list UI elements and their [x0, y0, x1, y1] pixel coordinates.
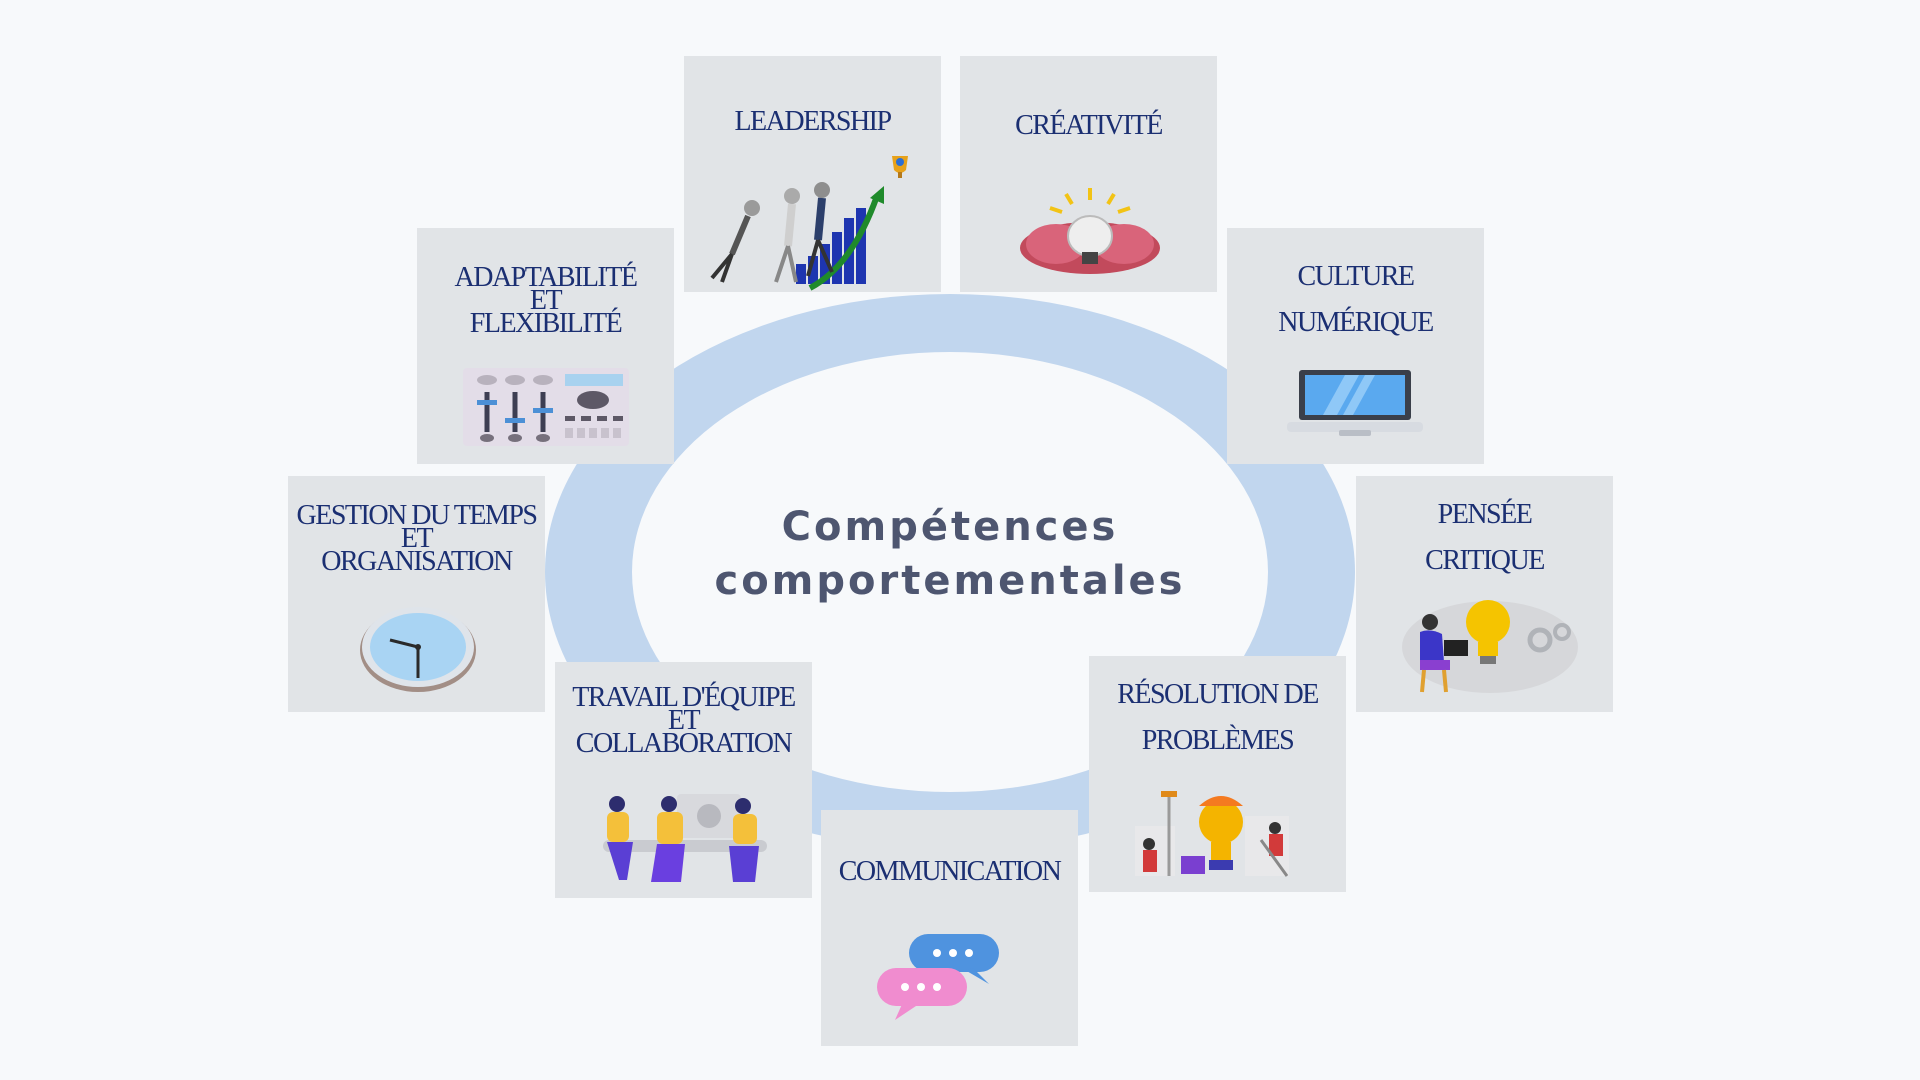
card-label-line: COMMUNICATION [838, 856, 1062, 887]
control-panel-icon [463, 368, 629, 446]
brain-lightbulb-icon [1020, 188, 1160, 274]
card-leadership: LEADERSHIP [684, 56, 941, 292]
card-adaptabilite: ADAPTABILITÉ ET FLEXIBILITÉ [417, 228, 674, 464]
card-label: RÉSOLUTION DE PROBLÈMES [1089, 672, 1346, 764]
card-label-line: PENSÉE [1437, 499, 1533, 530]
card-label-line: CRITIQUE [1425, 545, 1545, 576]
card-label: TRAVAIL D'ÉQUIPE ET COLLABORATION [555, 682, 812, 759]
clock-icon [360, 607, 476, 692]
card-gestion-temps: GESTION DU TEMPS ET ORGANISATION [288, 476, 545, 712]
card-label-line: ET [529, 285, 563, 316]
card-creativite: CRÉATIVITÉ [960, 56, 1217, 292]
chat-bubbles-icon [877, 934, 999, 1020]
leadership-growth-icon [710, 156, 908, 291]
card-label: CULTURE NUMÉRIQUE [1227, 254, 1484, 346]
card-label: ADAPTABILITÉ ET FLEXIBILITÉ [417, 262, 674, 339]
card-label: LEADERSHIP [684, 106, 941, 138]
card-label-line: ET [400, 523, 434, 554]
laptop-icon [1287, 370, 1423, 436]
card-label-line: GESTION DU TEMPS [296, 500, 538, 531]
card-label-line: LEADERSHIP [734, 106, 892, 137]
card-culture-numerique: CULTURE NUMÉRIQUE [1227, 228, 1484, 464]
card-pensee-critique: PENSÉE CRITIQUE [1356, 476, 1613, 712]
team-meeting-icon [603, 794, 767, 882]
card-travail-equipe: TRAVAIL D'ÉQUIPE ET COLLABORATION [555, 662, 812, 898]
card-label-line: ADAPTABILITÉ [454, 262, 638, 293]
person-lightbulb-icon [1402, 600, 1578, 693]
workers-lightbulb-icon [1135, 791, 1289, 877]
card-communication: COMMUNICATION [821, 810, 1078, 1046]
card-label-line: TRAVAIL D'ÉQUIPE [572, 682, 796, 713]
card-label-line: ORGANISATION [321, 546, 513, 577]
card-label-line: NUMÉRIQUE [1278, 307, 1434, 338]
center-title-line1: Compétences [781, 504, 1119, 550]
card-label-line: CRÉATIVITÉ [1015, 110, 1163, 141]
card-label-line: PROBLÈMES [1141, 725, 1295, 756]
center-title-line2: comportementales [714, 558, 1186, 604]
center-title: Compétences comportementales [640, 500, 1260, 608]
card-label: PENSÉE CRITIQUE [1356, 492, 1613, 584]
card-label-line: ET [667, 705, 701, 736]
card-label-line: COLLABORATION [575, 728, 793, 759]
card-label-line: FLEXIBILITÉ [469, 308, 623, 339]
card-label-line: RÉSOLUTION DE [1117, 679, 1319, 710]
card-label: CRÉATIVITÉ [960, 110, 1217, 142]
card-label: COMMUNICATION [821, 856, 1078, 888]
card-resolution-problemes: RÉSOLUTION DE PROBLÈMES [1089, 656, 1346, 892]
card-label-line: CULTURE [1297, 261, 1415, 292]
card-label: GESTION DU TEMPS ET ORGANISATION [288, 500, 545, 577]
